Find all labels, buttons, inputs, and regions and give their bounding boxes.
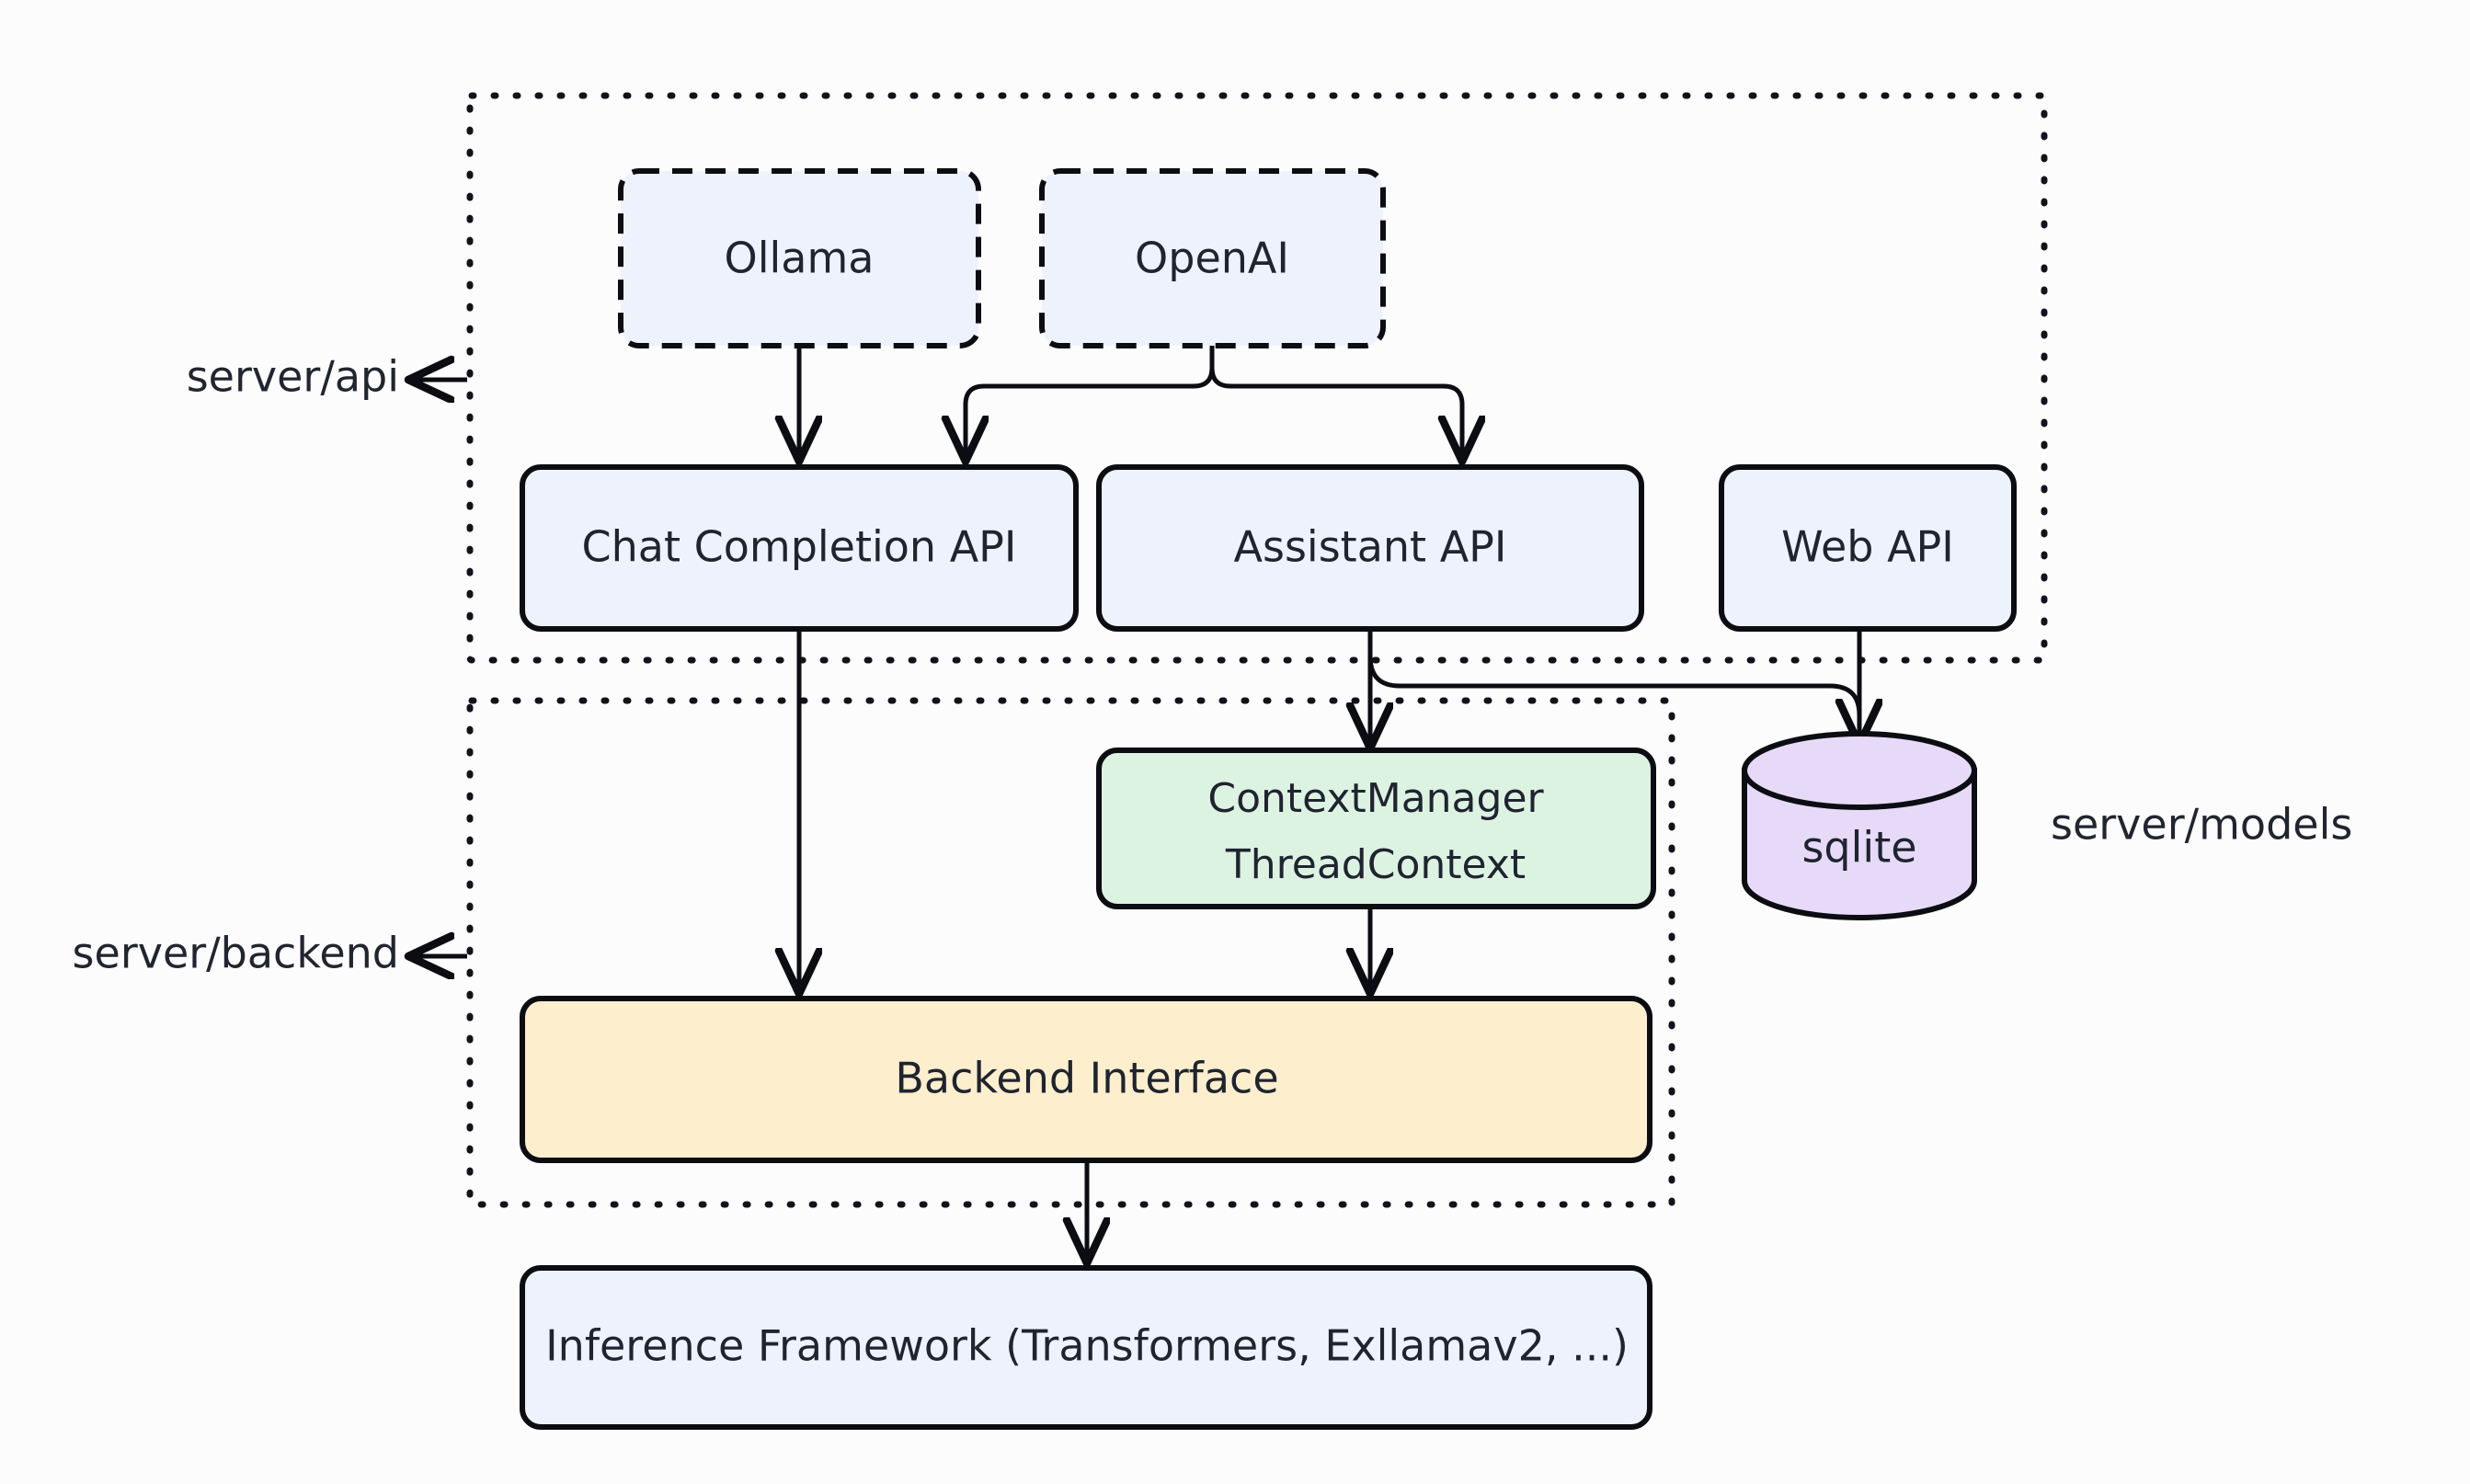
node-backend-interface-shape (520, 996, 1652, 1163)
node-context-manager[interactable]: ContextManager ThreadContext (1096, 748, 1656, 909)
group-label-server-models-text: server/models (2051, 800, 2352, 850)
node-assistant-api-label: Assistant API (1234, 522, 1507, 572)
node-context-manager-label-line2: ThreadContext (1225, 841, 1526, 888)
edge-openai-fork-right (1209, 346, 1465, 428)
node-backend-interface-label: Backend Interface (895, 1054, 1278, 1103)
node-web-api-label: Web API (1781, 522, 1954, 572)
container-server-backend (466, 697, 1675, 1208)
node-inference-framework-shape (520, 1265, 1652, 1430)
node-ollama-label: Ollama (725, 234, 875, 283)
edge-assistant-to-sqlite (1367, 656, 1862, 736)
node-chat-completion-api-shape (520, 464, 1079, 632)
group-label-server-api-text: server/api (187, 352, 399, 402)
node-context-manager-shape (1096, 748, 1656, 909)
node-ollama-shape (618, 168, 981, 348)
container-server-api (466, 92, 2048, 664)
node-assistant-api[interactable]: Assistant API (1096, 464, 1644, 632)
node-sqlite-label: sqlite (1801, 823, 1916, 873)
node-web-api[interactable]: Web API (1719, 464, 2017, 632)
node-inference-framework[interactable]: Inference Framework (Transformers, Exlla… (520, 1265, 1652, 1430)
node-sqlite[interactable]: sqlite (1742, 731, 1977, 920)
group-label-server-api: server/api (187, 352, 467, 402)
node-context-manager-label-line1: ContextManager (1207, 775, 1544, 822)
node-openai-label: OpenAI (1135, 234, 1289, 283)
node-chat-completion-api-label: Chat Completion API (582, 522, 1017, 572)
node-inference-framework-label: Inference Framework (Transformers, Exlla… (545, 1321, 1629, 1371)
node-assistant-api-shape (1096, 464, 1644, 632)
group-label-server-backend: server/backend (73, 929, 467, 978)
node-sqlite-top-ellipse (1742, 731, 1977, 810)
node-sqlite-body (1742, 768, 1977, 920)
node-backend-interface[interactable]: Backend Interface (520, 996, 1652, 1163)
node-chat-completion-api[interactable]: Chat Completion API (520, 464, 1079, 632)
node-ollama[interactable]: Ollama (618, 168, 981, 348)
node-web-api-shape (1719, 464, 2017, 632)
edge-openai-fork-trunk (963, 346, 1215, 428)
node-openai-shape (1039, 168, 1386, 348)
group-label-server-backend-text: server/backend (73, 929, 399, 978)
node-openai[interactable]: OpenAI (1039, 168, 1386, 348)
group-label-server-models: server/models (2051, 800, 2352, 850)
